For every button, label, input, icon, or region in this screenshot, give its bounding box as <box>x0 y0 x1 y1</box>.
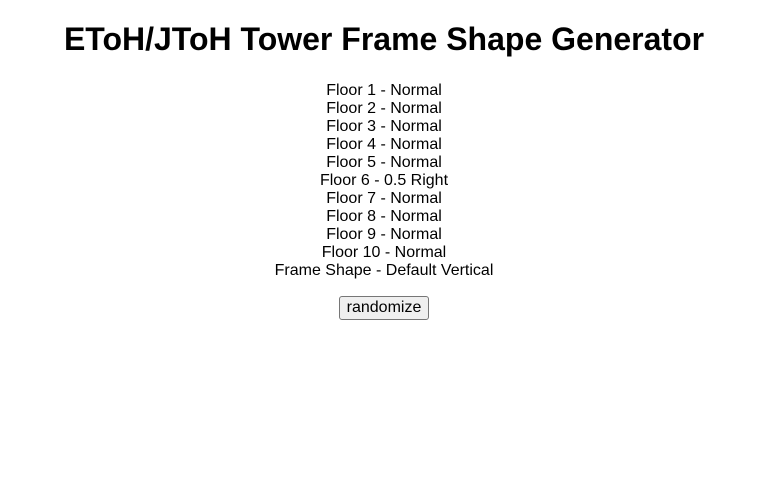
button-row: randomize <box>0 296 768 320</box>
floor-1-result: Floor 1 - Normal <box>326 82 442 99</box>
page-title: EToH/JToH Tower Frame Shape Generator <box>63 21 705 57</box>
floor-8-result: Floor 8 - Normal <box>326 208 442 225</box>
floor-list: Floor 1 - Normal Floor 2 - Normal Floor … <box>0 82 768 280</box>
floor-10-result: Floor 10 - Normal <box>321 244 447 261</box>
floor-9-result: Floor 9 - Normal <box>326 226 442 243</box>
floor-2-result: Floor 2 - Normal <box>326 100 442 117</box>
frame-shape-result: Frame Shape - Default Vertical <box>274 262 494 279</box>
floor-5-result: Floor 5 - Normal <box>326 154 442 171</box>
randomize-button[interactable]: randomize <box>338 296 430 320</box>
floor-7-result: Floor 7 - Normal <box>326 190 442 207</box>
floor-4-result: Floor 4 - Normal <box>326 136 442 153</box>
floor-6-result: Floor 6 - 0.5 Right <box>319 172 449 189</box>
floor-3-result: Floor 3 - Normal <box>326 118 442 135</box>
